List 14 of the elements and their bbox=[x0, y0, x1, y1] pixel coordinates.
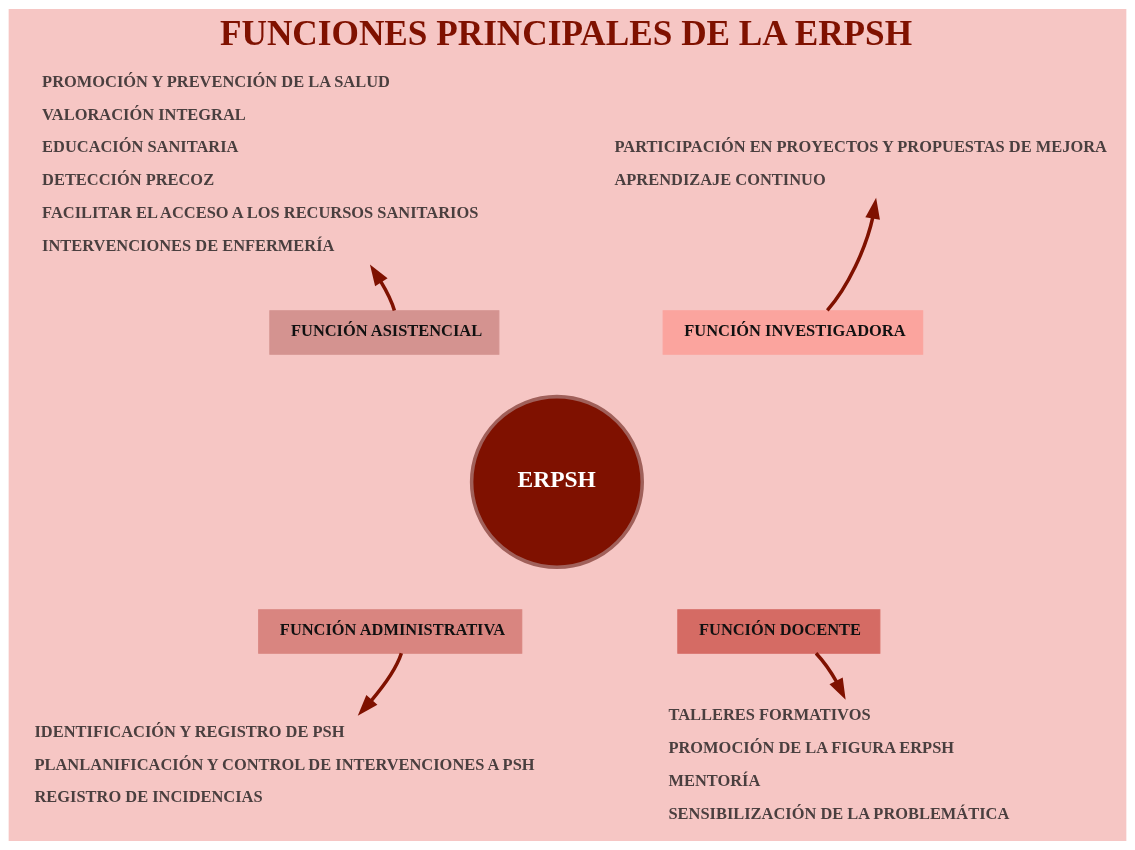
node-text: PARTICIPACIÓN EN PROYECTOS Y PROPUESTAS DE MEJORA APRENDIZAJE CONTINUO bbox=[614, 137, 1107, 190]
node-box: FUNCIÓN ASISTENCIAL bbox=[269, 310, 500, 355]
node-text: PROMOCIÓN Y PREVENCIÓN DE LA SALUD VALORACIÓN INTEGRAL EDUCACIÓN SANITARIA DETECCIÓN PRECOZ FACILITAR EL ACCESO A LOS RECURSOS SANITARIOS INTERVENCIONES DE ENFERMERÍA bbox=[42, 71, 479, 256]
arrow bbox=[369, 264, 397, 311]
arrow bbox=[825, 197, 880, 312]
node-box: FUNCIÓN DOCENTE bbox=[677, 609, 881, 654]
arrow bbox=[814, 652, 846, 700]
node-box: FUNCIÓN ADMINISTRATIVA bbox=[258, 609, 523, 654]
diagram-title: FUNCIONES PRINCIPALES DE LA ERPSH bbox=[219, 14, 913, 54]
arrow bbox=[357, 652, 404, 716]
node-text: TALLERES FORMATIVOS PROMOCIÓN DE LA FIGURA ERPSH MENTORÍA SENSIBILIZACIÓN DE LA PROBLEMÁTICA bbox=[668, 705, 1010, 823]
node-text: IDENTIFICACIÓN Y REGISTRO DE PSH PLANLANIFICACIÓN Y CONTROL DE INTERVENCIONES A PSH REGISTRO DE INCIDENCIAS bbox=[34, 721, 535, 807]
node-box: FUNCIÓN INVESTIGADORA bbox=[662, 310, 924, 355]
node-circle: ERPSH bbox=[469, 394, 644, 569]
